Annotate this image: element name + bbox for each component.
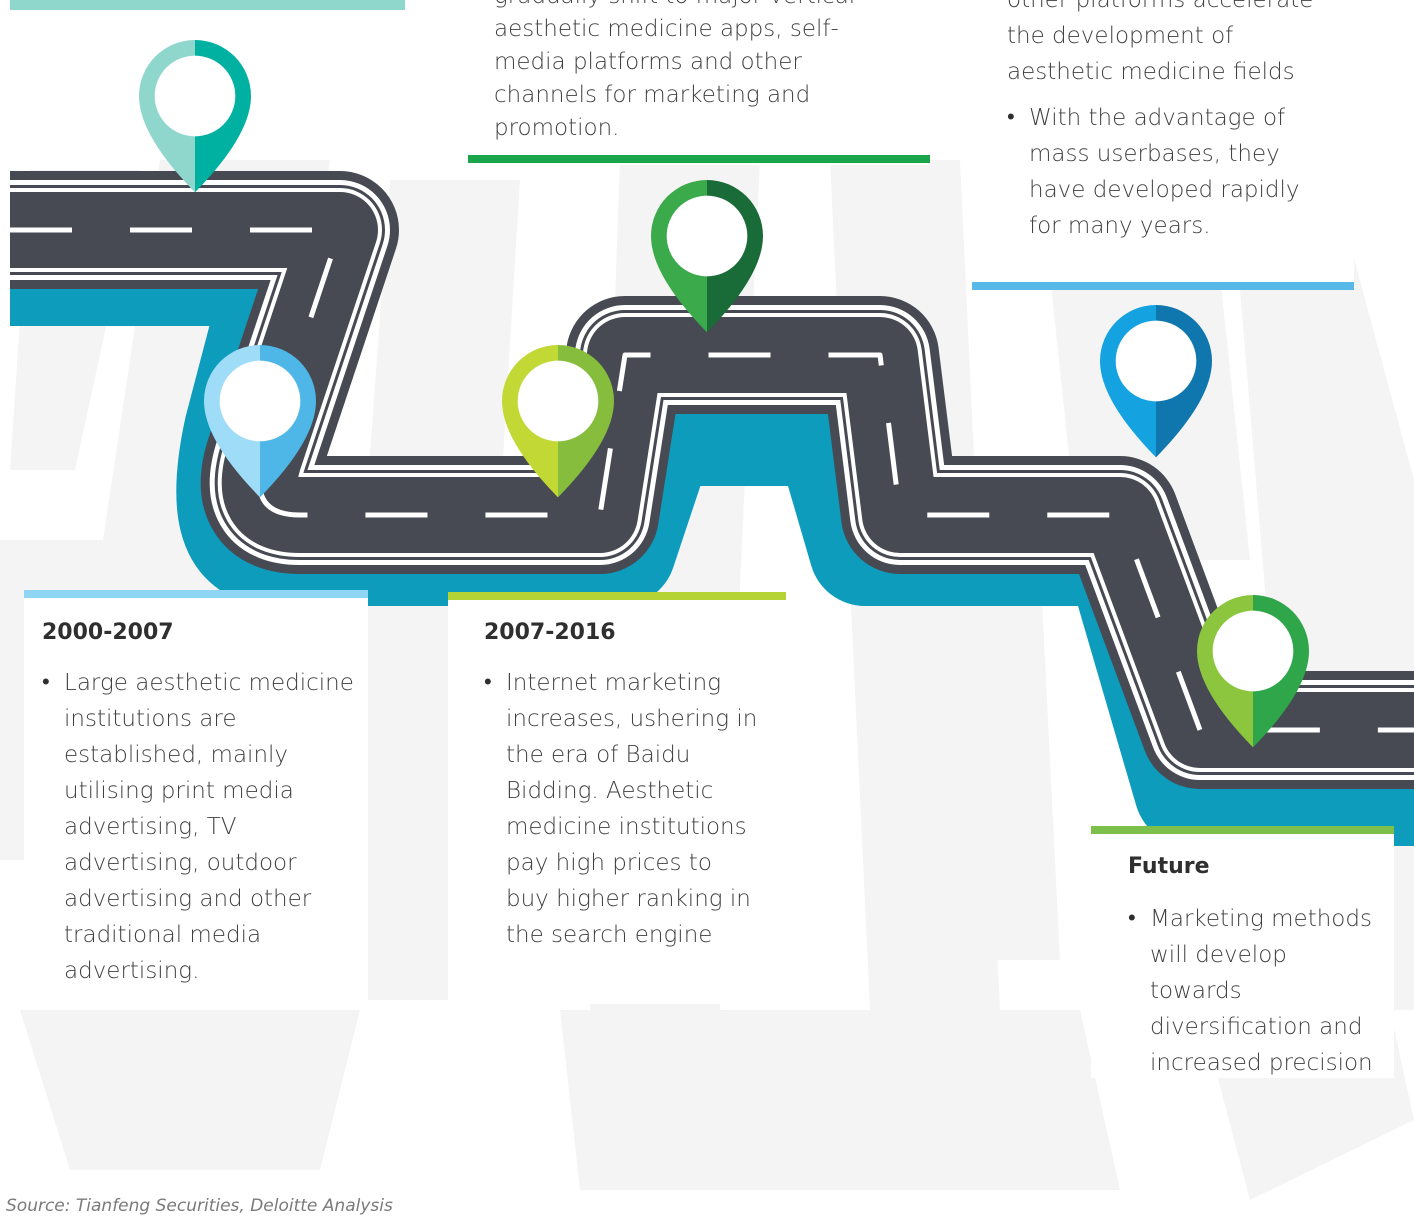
bullet-text: With the advantage of mass userbases, th… <box>1007 100 1334 244</box>
card-text: gradually shift to major vertical aesthe… <box>494 0 855 141</box>
card-bullets: Marketing methods will develop towards d… <box>1128 901 1374 1081</box>
card-accent-bar <box>972 282 1354 290</box>
pin-center <box>1115 320 1197 402</box>
card-top-left <box>10 0 405 10</box>
green-pin <box>651 180 763 333</box>
pin-center <box>666 195 748 277</box>
period-title: 2007-2016 <box>484 620 616 645</box>
location-pins <box>139 40 1309 748</box>
pin-center <box>154 55 236 137</box>
card-accent-bar <box>468 155 930 163</box>
card-bullets: Internet marketing increases, ushering i… <box>484 665 760 953</box>
blue-pin <box>1100 305 1212 458</box>
card-top-middle: gradually shift to major vertical aesthe… <box>468 0 930 165</box>
bullet-text: Large aesthetic medicine institutions ar… <box>42 665 354 989</box>
teal-pin <box>139 40 251 193</box>
bullet-text: Marketing methods will develop towards d… <box>1128 901 1374 1081</box>
future-green-pin <box>1197 595 1309 748</box>
bullet-text: other platforms accelerate the developme… <box>1007 0 1314 85</box>
card-2007-2016: 2007-2016 Internet marketing increases, … <box>448 592 786 1004</box>
card-accent-bar <box>10 0 405 10</box>
card-2000-2007: 2000-2007 Large aesthetic medicine insti… <box>24 590 368 1005</box>
pin-center <box>1212 610 1294 692</box>
pin-center <box>517 360 599 442</box>
period-title: Future <box>1128 854 1210 879</box>
light-blue-pin <box>204 345 316 498</box>
lime-pin <box>502 345 614 498</box>
card-top-right: other platforms accelerate the developme… <box>972 0 1354 290</box>
card-accent-bar <box>24 590 368 598</box>
bullet-text: Internet marketing increases, ushering i… <box>484 665 760 953</box>
pin-center <box>219 360 301 442</box>
card-bullets: Large aesthetic medicine institutions ar… <box>42 665 354 989</box>
card-accent-bar <box>448 592 786 600</box>
source-note: Source: Tianfeng Securities, Deloitte An… <box>6 1196 393 1216</box>
period-title: 2000-2007 <box>42 620 174 645</box>
card-future: Future Marketing methods will develop to… <box>1091 826 1394 1078</box>
card-bullets: other platforms accelerate the developme… <box>1007 0 1334 244</box>
card-accent-bar <box>1091 826 1394 834</box>
road-center-dashes <box>10 227 1414 733</box>
